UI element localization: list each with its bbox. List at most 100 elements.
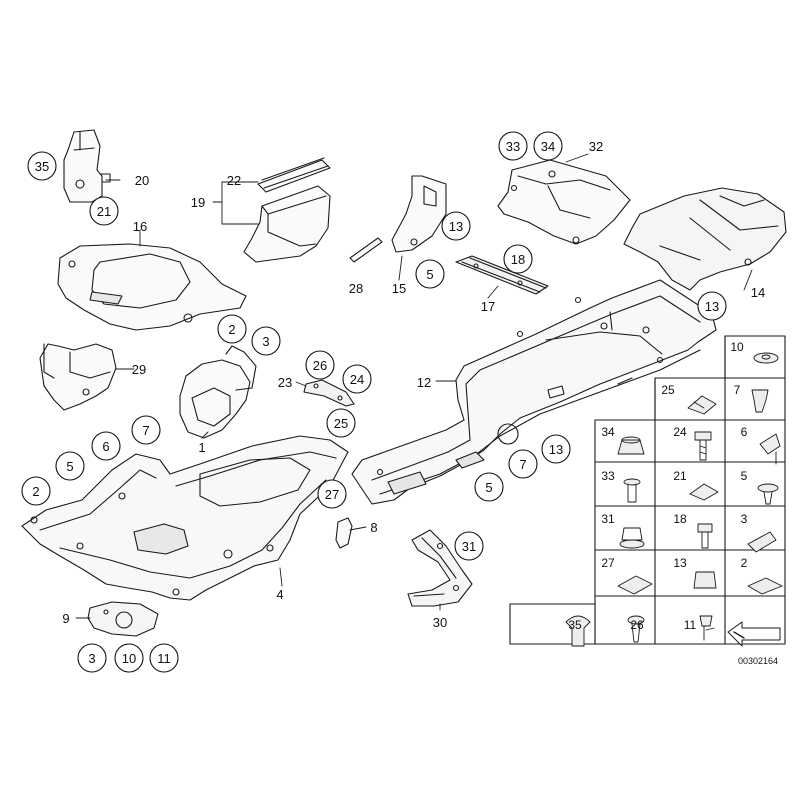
- legend-label-26: 26: [630, 618, 644, 632]
- duct-part-22: [243, 157, 331, 263]
- callout-5: 5: [415, 259, 445, 289]
- callout-number: 22: [227, 173, 241, 188]
- legend-label-27: 27: [601, 556, 615, 570]
- bracket-part-9: [87, 601, 159, 637]
- callout-number: 24: [350, 372, 364, 387]
- bracket-part-29: [39, 343, 117, 411]
- legend-label-25: 25: [661, 383, 675, 397]
- callout-4: 4: [276, 587, 283, 602]
- bracket-part-30: [407, 529, 473, 607]
- legend-label-7: 7: [734, 383, 741, 397]
- callout-5: 5: [474, 472, 504, 502]
- callout-27: 27: [317, 479, 347, 509]
- callout-5: 5: [55, 451, 85, 481]
- callout-number: 10: [122, 651, 136, 666]
- callout-circle: [91, 431, 121, 461]
- callout-number: 19: [191, 195, 205, 210]
- legend-label-31: 31: [601, 512, 615, 526]
- legend-label-2: 2: [741, 556, 748, 570]
- callout-number: 23: [278, 375, 292, 390]
- callout-number: 13: [449, 219, 463, 234]
- callout-number: 31: [462, 539, 476, 554]
- bracket-part-8: [335, 517, 353, 549]
- callout-17: 17: [481, 299, 495, 314]
- callout-number: 26: [313, 358, 327, 373]
- rod-part-28: [349, 237, 383, 263]
- legend-label-5: 5: [741, 469, 748, 483]
- callout-8: 8: [370, 520, 377, 535]
- callout-number: 7: [142, 423, 149, 438]
- callout-circle: [251, 326, 281, 356]
- callout-number: 14: [751, 285, 765, 300]
- callout-15: 15: [392, 281, 406, 296]
- legend-label-3: 3: [741, 512, 748, 526]
- callout-13: 13: [697, 291, 727, 321]
- callout-number: 5: [485, 480, 492, 495]
- callout-circle: [415, 259, 445, 289]
- legend-label-6: 6: [741, 425, 748, 439]
- callout-6: 6: [91, 431, 121, 461]
- callout-number: 32: [589, 139, 603, 154]
- callout-circle: [533, 131, 563, 161]
- fastener-legend: [509, 335, 786, 645]
- callout-number: 5: [66, 459, 73, 474]
- callout-number: 2: [32, 484, 39, 499]
- fastener-icons: [565, 352, 783, 647]
- callout-circle: [149, 643, 179, 673]
- callout-number: 28: [349, 281, 363, 296]
- callout-29: 29: [132, 362, 146, 377]
- callout-7: 7: [508, 449, 538, 479]
- callout-number: 8: [370, 520, 377, 535]
- underbody-panel-part-4: [21, 435, 349, 601]
- legend-label-11: 11: [684, 618, 697, 632]
- callout-2: 2: [21, 476, 51, 506]
- callout-28: 28: [349, 281, 363, 296]
- callout-number: 16: [133, 219, 147, 234]
- callout-number: 21: [97, 204, 111, 219]
- callout-number: 5: [426, 267, 433, 282]
- callout-circle: [305, 350, 335, 380]
- callout-circle: [697, 291, 727, 321]
- legend-label-34: 34: [601, 425, 615, 439]
- callout-circle: [114, 643, 144, 673]
- callout-circle: [326, 408, 356, 438]
- callout-22: 22: [227, 173, 241, 188]
- callout-13: 13: [441, 211, 471, 241]
- callout-16: 16: [133, 219, 147, 234]
- callout-number: 25: [334, 416, 348, 431]
- underbody-panel-part-12: [351, 279, 717, 505]
- callout-number: 9: [62, 611, 69, 626]
- callout-35: 35: [27, 151, 57, 181]
- callout-14: 14: [751, 285, 765, 300]
- callout-7: 7: [131, 415, 161, 445]
- legend-label-24: 24: [673, 425, 687, 439]
- callout-23: 23: [278, 375, 292, 390]
- callout-1: 1: [198, 440, 205, 455]
- callout-10: 10: [114, 643, 144, 673]
- legend-label-35: 35: [568, 618, 582, 632]
- callout-circle: [498, 131, 528, 161]
- callout-number: 7: [519, 457, 526, 472]
- callout-number: 34: [541, 139, 555, 154]
- callout-9: 9: [62, 611, 69, 626]
- callout-31: 31: [454, 531, 484, 561]
- callout-20: 20: [135, 173, 149, 188]
- callout-circle: [55, 451, 85, 481]
- callout-circle: [541, 434, 571, 464]
- callout-circle: [131, 415, 161, 445]
- plate-part-17: [455, 255, 549, 295]
- callout-2: 2: [217, 314, 247, 344]
- callout-circle: [317, 479, 347, 509]
- callout-30: 30: [433, 615, 447, 630]
- callout-3: 3: [251, 326, 281, 356]
- callout-number: 15: [392, 281, 406, 296]
- legend-label-33: 33: [601, 469, 615, 483]
- callout-21: 21: [89, 196, 119, 226]
- callout-circle: [441, 211, 471, 241]
- cover-part-32: [497, 159, 631, 245]
- legend-label-18: 18: [673, 512, 687, 526]
- callout-number: 1: [198, 440, 205, 455]
